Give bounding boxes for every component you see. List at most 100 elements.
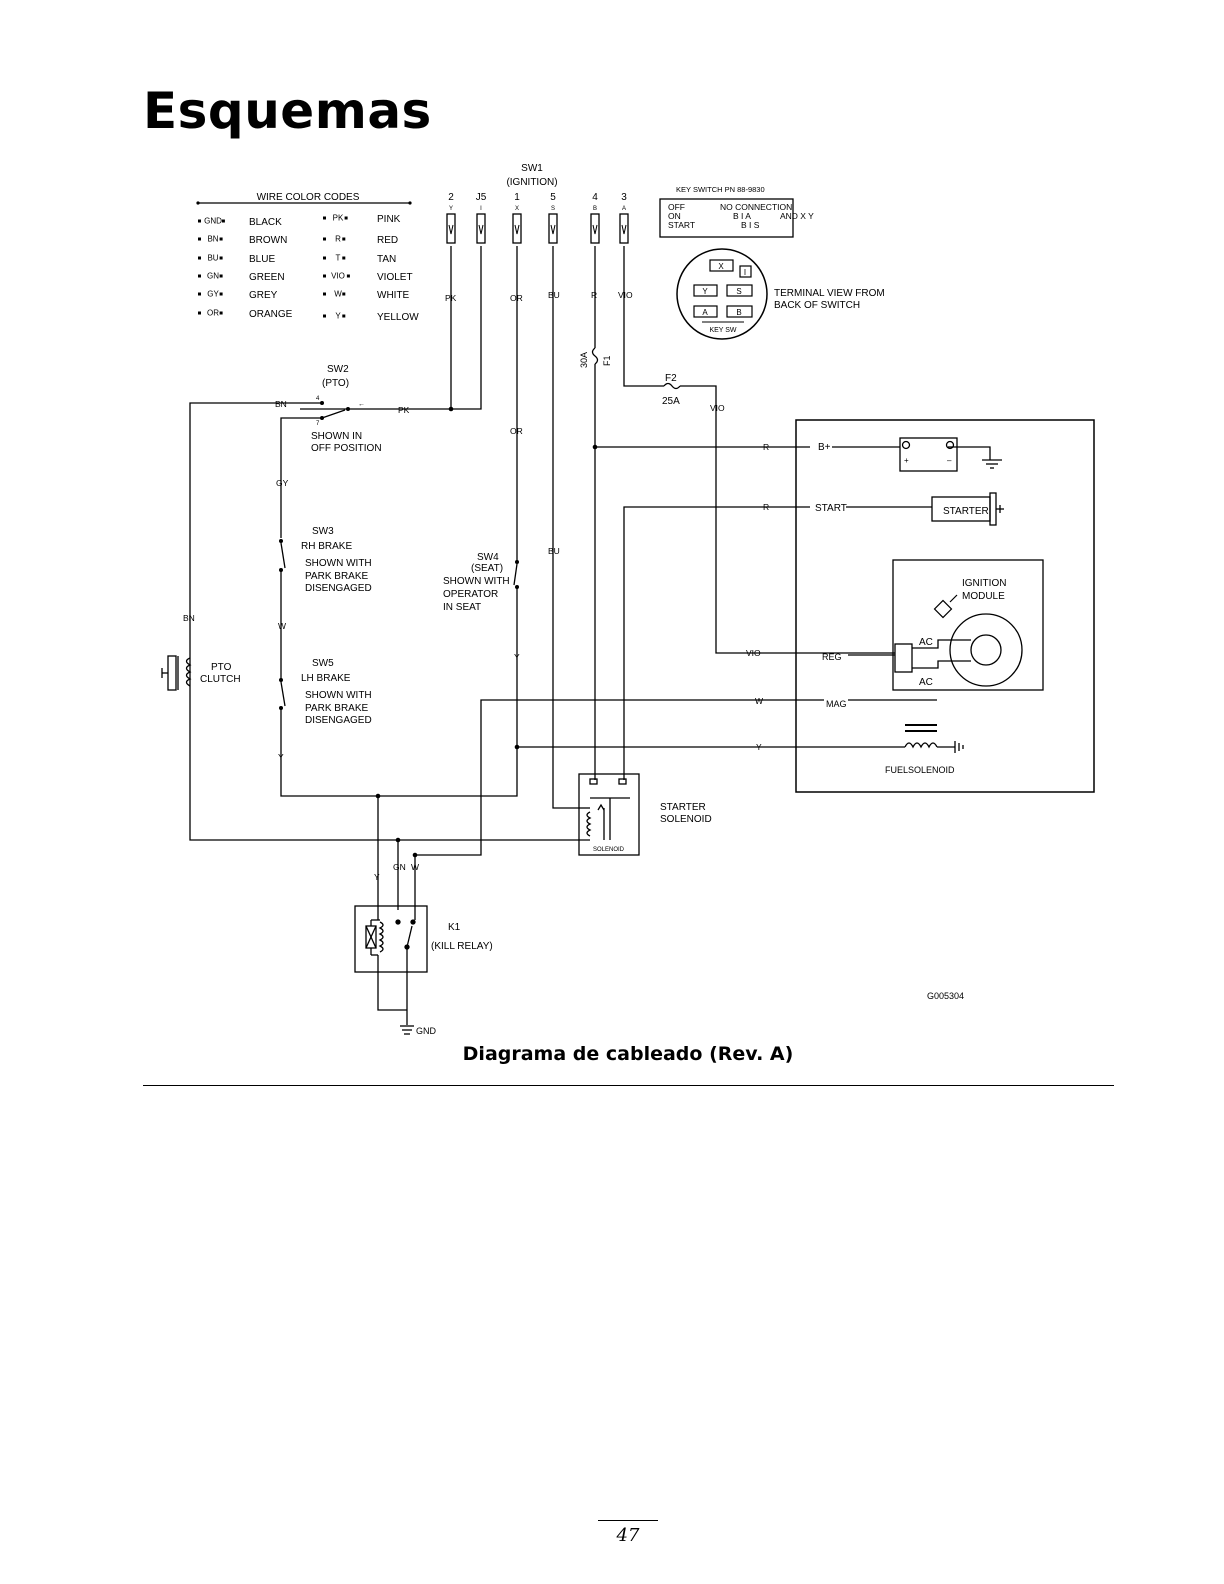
wire-color-code: GY bbox=[207, 290, 219, 299]
label-r-bplus: R bbox=[763, 442, 769, 452]
sw2-name: SW2 bbox=[327, 364, 349, 375]
label-bu-top: BU bbox=[548, 290, 560, 300]
bplus-label: B+ bbox=[818, 442, 831, 453]
pto-clutch-label-1: PTO bbox=[211, 662, 232, 673]
ac-label-1: AC bbox=[919, 637, 933, 648]
pto-clutch-label-2: CLUTCH bbox=[200, 674, 241, 685]
wire-color-code: Y bbox=[335, 312, 341, 321]
label-vio-f2: VIO bbox=[710, 403, 725, 413]
key-switch-on-value: B I A bbox=[733, 211, 751, 221]
page-number: 47 bbox=[616, 1525, 640, 1546]
kill-relay-desc: (KILL RELAY) bbox=[431, 941, 493, 952]
label-gy: GY bbox=[276, 478, 289, 488]
fuse-f1: 30A F1 bbox=[579, 347, 612, 368]
engine-box: B+ + – START STARTER IGNITION MODULE AC … bbox=[795, 419, 1095, 793]
battery-minus: – bbox=[947, 456, 952, 465]
terminal-s: S bbox=[736, 287, 741, 296]
connector-pin-number: 2 bbox=[448, 192, 454, 203]
label-r-start: R bbox=[763, 502, 769, 512]
wire-color-code: BN bbox=[207, 235, 218, 244]
terminal-i: I bbox=[744, 268, 746, 277]
key-switch-off-value: NO CONNECTION bbox=[720, 202, 792, 212]
sw1-desc: (IGNITION) bbox=[506, 177, 557, 188]
key-switch-title: KEY SWITCH PN 88-9830 bbox=[676, 185, 765, 194]
wire-color-name: PINK bbox=[377, 214, 401, 225]
connector-pin-number: 3 bbox=[621, 192, 627, 203]
wire-color-name: YELLOW bbox=[377, 312, 419, 323]
ground-gnd: GND bbox=[400, 1025, 437, 1036]
sw4-desc: (SEAT) bbox=[471, 563, 503, 574]
sw1-name: SW1 bbox=[521, 163, 543, 174]
wire-color-code: VIO bbox=[331, 272, 345, 281]
label-w-relay: W bbox=[411, 862, 419, 872]
ignition-label-2: MODULE bbox=[962, 591, 1005, 602]
sw5-desc: LH BRAKE bbox=[301, 673, 351, 684]
figure-caption: Diagrama de cableado (Rev. A) bbox=[462, 1043, 794, 1065]
sw3-note-1: SHOWN WITH bbox=[305, 558, 372, 569]
ac-label-2: AC bbox=[919, 677, 933, 688]
wire-color-name: TAN bbox=[377, 254, 396, 265]
junction-dots bbox=[375, 406, 598, 858]
sw4-note-2: OPERATOR bbox=[443, 589, 498, 600]
label-y-sw4: Y bbox=[514, 652, 520, 662]
sw5-note-3: DISENGAGED bbox=[305, 715, 372, 726]
label-bu-mid: BU bbox=[548, 546, 560, 556]
section-divider bbox=[143, 1085, 1114, 1086]
connector-pin-letter: B bbox=[593, 206, 597, 212]
connector-pin-letter: X bbox=[515, 206, 519, 212]
wire-color-code: R bbox=[335, 235, 341, 244]
sw2-note-1: SHOWN IN bbox=[311, 431, 362, 442]
wire-color-name: BROWN bbox=[249, 235, 287, 246]
terminal-x: X bbox=[718, 262, 724, 271]
wire-color-codes-title: WIRE COLOR CODES bbox=[257, 192, 360, 203]
sw3-name: SW3 bbox=[312, 526, 334, 537]
reg-label: REG bbox=[822, 652, 842, 662]
key-switch-start-value: B I S bbox=[741, 220, 760, 230]
sw2-desc: (PTO) bbox=[322, 378, 349, 389]
wire-color-name: WHITE bbox=[377, 290, 410, 301]
fuse-f1-rating: 30A bbox=[579, 352, 589, 368]
terminal-view: X I Y S A B KEY SW TERMINAL VIEW FROM BA… bbox=[676, 248, 885, 340]
battery-plus: + bbox=[904, 456, 909, 465]
key-switch-off: OFF bbox=[668, 202, 685, 212]
connector-pin: 4B bbox=[590, 192, 600, 244]
connector-pin: J5I bbox=[476, 192, 487, 244]
label-pk-top: PK bbox=[445, 293, 457, 303]
key-switch-on-extra: AND X Y bbox=[780, 211, 814, 221]
sw4-note-1: SHOWN WITH bbox=[443, 576, 510, 587]
sw3-note-2: PARK BRAKE bbox=[305, 571, 368, 582]
label-y-sw5: Y bbox=[278, 752, 284, 762]
connector-pin-number: 4 bbox=[592, 192, 598, 203]
wire-color-code: BU bbox=[207, 254, 218, 263]
wire-color-name: GREY bbox=[249, 290, 278, 301]
gnd-label: GND bbox=[416, 1026, 437, 1036]
wire-color-name: VIOLET bbox=[377, 272, 413, 283]
wire-color-code-row: VIO VIOLET bbox=[323, 272, 413, 283]
connector-pin-letter: Y bbox=[449, 206, 453, 212]
wire-color-code-row: Y YELLOW bbox=[323, 312, 419, 323]
wire-color-code: OR bbox=[207, 309, 219, 318]
switch-sw2: ← 4 7 SW2 (PTO) SHOWN IN OFF POSITION bbox=[311, 364, 400, 454]
connector-pin-letter: A bbox=[622, 206, 626, 212]
wire-color-name: ORANGE bbox=[249, 309, 293, 320]
label-w-sw5: W bbox=[278, 621, 286, 631]
label-w-mag: W bbox=[755, 696, 763, 706]
switch-sw3: SW3 RH BRAKE SHOWN WITH PARK BRAKE DISEN… bbox=[279, 526, 372, 594]
label-r-top: R bbox=[591, 290, 597, 300]
sw5-name: SW5 bbox=[312, 658, 334, 669]
sw4-name: SW4 bbox=[477, 552, 499, 563]
starter-label: STARTER bbox=[943, 506, 989, 517]
label-y-relay: Y bbox=[374, 872, 380, 882]
connector-pin-number: J5 bbox=[476, 192, 487, 203]
svg-text:7: 7 bbox=[316, 421, 320, 427]
label-y-fuel: Y bbox=[756, 742, 762, 752]
label-vio-top: VIO bbox=[618, 290, 633, 300]
terminal-view-caption: KEY SW bbox=[709, 327, 736, 334]
